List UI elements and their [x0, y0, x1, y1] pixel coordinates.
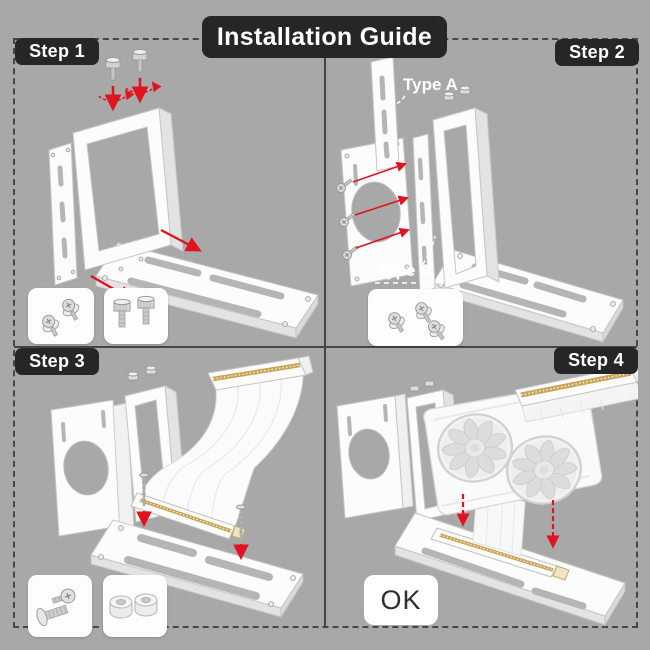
ok-status-text: OK [380, 584, 422, 615]
fan-icon [505, 435, 583, 505]
page-title-text: Installation Guide [216, 22, 433, 51]
screw-direction-arrows-icon [136, 511, 249, 561]
step1-badge: Step 1 [15, 38, 99, 65]
hardware-box-mounting-screws [368, 289, 463, 346]
step3-badge: Step 3 [15, 348, 99, 375]
type-a-pointer-line [382, 95, 406, 108]
type-b-pointer-line [422, 235, 436, 265]
thumbscrews-icon [113, 295, 155, 328]
thumbscrew-icon [443, 85, 471, 101]
riser-pcie-slot [430, 527, 570, 581]
horizontal-divider [14, 346, 637, 348]
riser-pcie-plug [207, 355, 314, 391]
page-title: Installation Guide [202, 16, 447, 58]
graphics-card [423, 383, 603, 516]
vertical-bracket-frame [431, 85, 500, 289]
plate-slots [127, 256, 285, 318]
step2-badge: Step 2 [555, 39, 639, 66]
thumbscrew-icon [105, 49, 148, 81]
step4-label: Step 4 [568, 350, 624, 370]
screw-direction-arrows-icon [352, 161, 410, 249]
type-b-plate-installed [336, 393, 414, 519]
type-b-label: Type B [377, 261, 432, 280]
vertical-divider [324, 58, 326, 628]
hardware-box-rubber-spacers [103, 575, 167, 637]
phillips-pan-head-screws-icon [42, 298, 80, 337]
step3-illustration [50, 355, 314, 619]
step3-label: Step 3 [29, 351, 85, 371]
mounting-screws-icon [336, 178, 359, 260]
phillips-pan-head-screws-icon [388, 302, 445, 341]
rubber-spacer-rings-icon [109, 593, 158, 619]
hardware-box-standoff-screw [28, 575, 92, 637]
bracket-side-plate [412, 133, 436, 294]
hardware-box-thumbscrews [104, 288, 168, 344]
side-mounting-plate [48, 142, 78, 286]
standoff-screw-icon [36, 588, 76, 627]
step2-label: Step 2 [569, 42, 625, 62]
step2-illustration: Type A Type B [336, 56, 624, 344]
base-plate [394, 512, 626, 627]
vertical-bracket-frame [71, 107, 184, 271]
step4-badge: Step 4 [554, 347, 638, 374]
hardware-box-pan-head-screws [28, 288, 94, 344]
type-b-plate-installed [50, 399, 122, 537]
type-a-label: Type A [403, 75, 458, 94]
step1-label: Step 1 [29, 41, 85, 61]
ok-status-box: OK [364, 575, 438, 625]
base-plate [90, 519, 304, 619]
screw-rotation-arrows-icon [98, 78, 162, 112]
riser-pcie-plug [514, 363, 638, 423]
insert-direction-arrows-icon [456, 494, 560, 549]
step4-illustration [336, 363, 638, 627]
fan-icon [436, 413, 514, 483]
fastening-screws-icon [139, 472, 246, 538]
